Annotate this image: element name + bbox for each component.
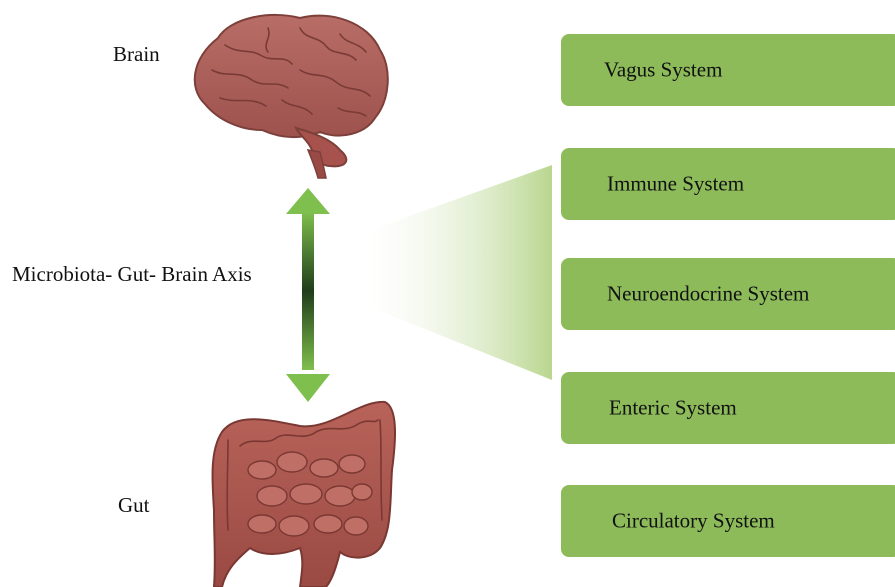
connector-wedge xyxy=(365,165,552,380)
system-box-circulatory: Circulatory System xyxy=(561,485,895,557)
brain-icon xyxy=(195,15,388,178)
bidirectional-arrow xyxy=(286,188,330,402)
system-box-vagus: Vagus System xyxy=(561,34,895,106)
system-box-enteric: Enteric System xyxy=(561,372,895,444)
system-box-immune: Immune System xyxy=(561,148,895,220)
system-label: Neuroendocrine System xyxy=(607,282,809,307)
system-box-neuroendocrine: Neuroendocrine System xyxy=(561,258,895,330)
system-label: Immune System xyxy=(607,172,744,197)
system-label: Enteric System xyxy=(609,396,737,421)
gut-icon xyxy=(212,402,395,587)
system-label: Circulatory System xyxy=(612,509,775,534)
system-label: Vagus System xyxy=(604,58,722,83)
